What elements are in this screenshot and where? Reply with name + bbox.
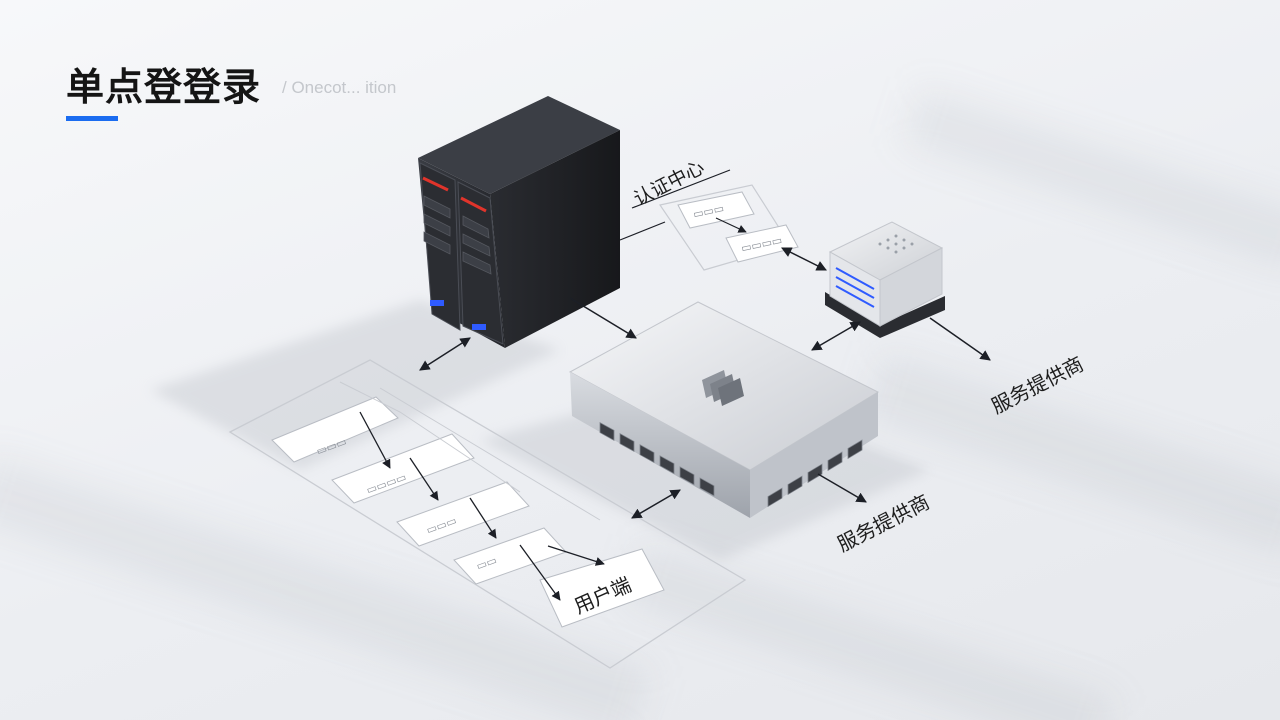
box-provider-arrow: [929, 317, 991, 361]
auth-flow-panel: ▭▭▭ ▭▭▭▭: [619, 184, 799, 271]
flow-step-label: ▭▭▭: [692, 202, 725, 221]
server-status-strip: [422, 176, 449, 192]
server-led: [430, 300, 444, 306]
page-subtitle: / Onecot... ition: [282, 78, 397, 97]
switch-provider-arrow: [817, 473, 867, 503]
server-status-strip: [460, 196, 487, 213]
connectors: [419, 169, 991, 519]
switch-client-arrow: [631, 489, 681, 519]
server-led: [472, 324, 486, 330]
switch-ports: [767, 439, 863, 508]
server-client-arrow: [419, 337, 471, 371]
server-tower: [418, 96, 620, 348]
bars-icon: [702, 370, 744, 406]
server-switch-arrow: [569, 297, 637, 339]
auth-leader-line: [631, 169, 731, 209]
title-underline: [66, 116, 118, 121]
page-title: 单点登登录: [66, 65, 262, 109]
network-switch: [568, 301, 880, 518]
switch-ports: [599, 421, 715, 497]
box-switch-arrow: [811, 321, 861, 351]
provider-server-box: [825, 221, 945, 338]
provider-label-right: 服务提供商: [987, 352, 1087, 419]
auth-box-arrow: [781, 247, 827, 271]
